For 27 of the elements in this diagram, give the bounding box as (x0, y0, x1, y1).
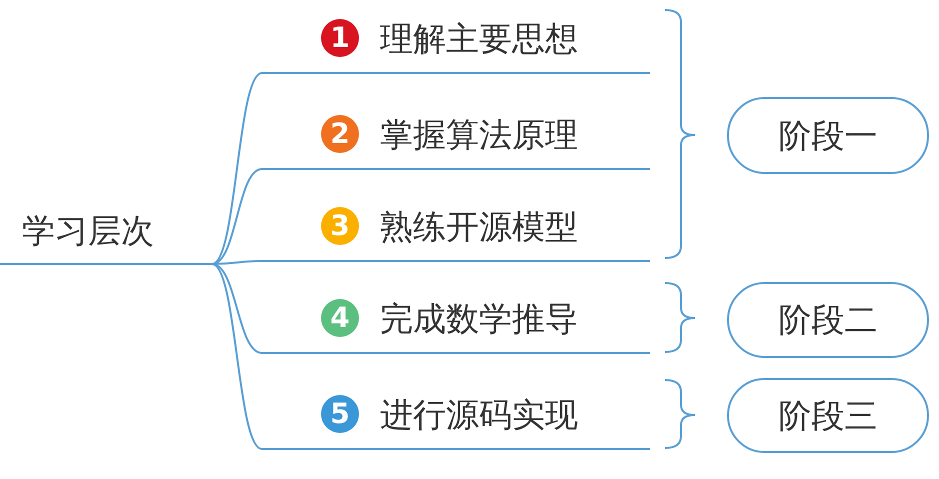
branch-underline (262, 118, 650, 170)
branch-label: 完成数学推导 (380, 299, 578, 339)
branch-connector (212, 260, 262, 265)
stage-label: 阶段二 (778, 300, 878, 340)
branch-connector (212, 263, 262, 354)
branch-connector (211, 263, 263, 450)
number-badge: 2 (321, 115, 359, 153)
branch-underline (262, 22, 650, 74)
branch-connector (211, 72, 263, 265)
branch-connector (212, 168, 262, 265)
stage-pill (727, 282, 929, 358)
stage-pill (727, 97, 929, 174)
stage-label: 阶段一 (778, 116, 878, 156)
number-badge: 4 (321, 299, 359, 337)
number-badge: 5 (321, 395, 359, 433)
number-badge: 3 (321, 207, 359, 245)
branch-underline (262, 210, 650, 262)
stage-pill (727, 378, 929, 453)
branch-label: 熟练开源模型 (380, 207, 578, 247)
stage-label: 阶段三 (778, 396, 878, 436)
branch-label: 理解主要思想 (380, 19, 578, 59)
topic-label: 学习层次 (22, 211, 154, 251)
branch-underline (262, 398, 650, 450)
branch-label: 进行源码实现 (380, 395, 578, 435)
number-badge: 1 (321, 19, 359, 57)
branch-label: 掌握算法原理 (380, 115, 578, 155)
branch-underline (262, 302, 650, 354)
